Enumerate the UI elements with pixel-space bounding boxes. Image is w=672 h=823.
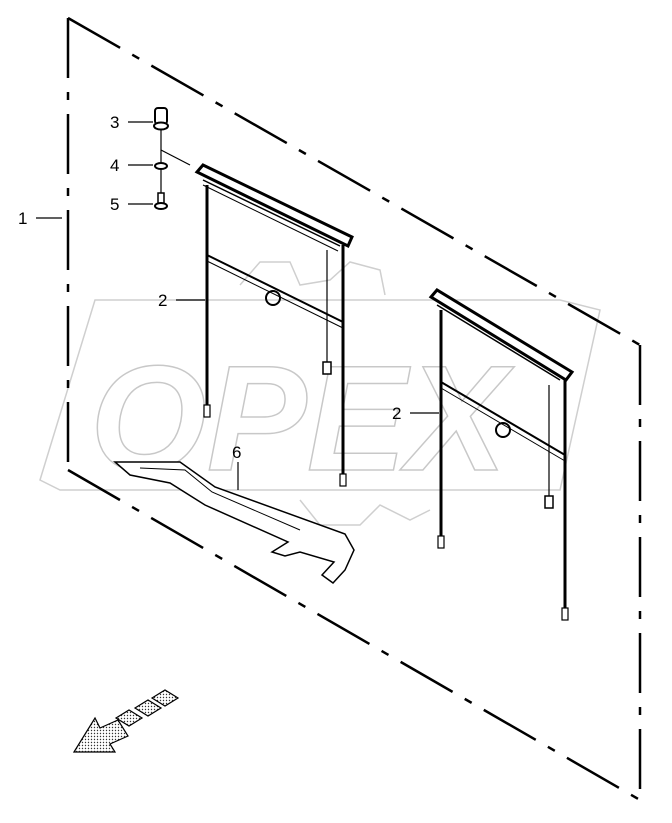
callout-5: 5	[110, 195, 119, 214]
watermark-gear	[239, 261, 386, 296]
direction-arrow-icon	[72, 689, 180, 753]
callout-3: 3	[110, 113, 119, 132]
callout-2-left: 2	[158, 291, 167, 310]
fastener-stack	[153, 107, 191, 210]
callouts	[36, 121, 439, 490]
assembly-frame	[66, 16, 642, 802]
callout-6: 6	[232, 443, 241, 462]
callout-1: 1	[18, 209, 27, 228]
roller-blind-right	[428, 288, 575, 621]
watermark-logo: OPEX	[39, 261, 601, 526]
watermark-outline	[39, 299, 601, 491]
callout-2-right: 2	[392, 404, 401, 423]
callout-4: 4	[110, 156, 119, 175]
washer-icon	[154, 162, 168, 170]
watermark-gear-bottom	[299, 499, 431, 526]
bracket	[112, 461, 355, 584]
roller-blind-left	[194, 163, 354, 487]
